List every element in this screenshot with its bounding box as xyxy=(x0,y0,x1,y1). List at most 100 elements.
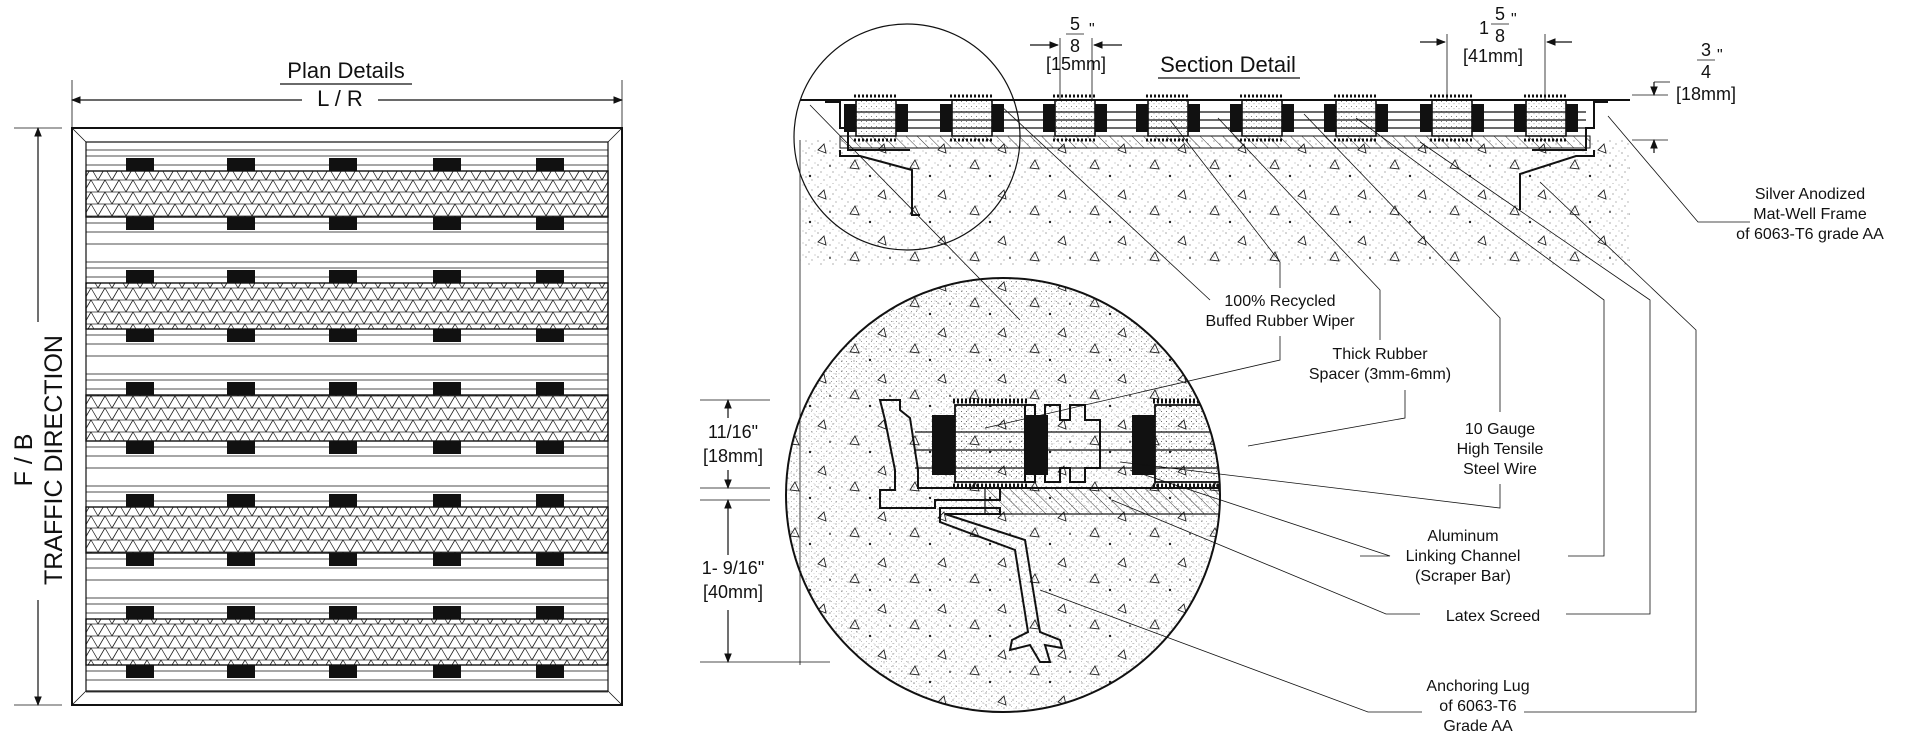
plan-spacer xyxy=(227,329,255,342)
plan-spacer xyxy=(329,270,357,283)
section-spacer xyxy=(1136,104,1148,132)
svg-text:Aluminum: Aluminum xyxy=(1427,528,1498,545)
plan-wiper-strip xyxy=(85,394,609,442)
svg-text:5: 5 xyxy=(1070,14,1080,34)
section-spacer xyxy=(1514,104,1526,132)
section-spacer xyxy=(940,104,952,132)
plan-spacer xyxy=(329,606,357,619)
svg-text:4: 4 xyxy=(1701,62,1711,82)
plan-spacer xyxy=(536,217,564,230)
plan-spacer xyxy=(126,217,154,230)
plan-spacer xyxy=(433,606,461,619)
plan-spacer xyxy=(126,665,154,678)
plan-spacer xyxy=(536,441,564,454)
section-wipers xyxy=(844,94,1578,142)
plan-spacer xyxy=(126,553,154,566)
svg-text:1: 1 xyxy=(1479,18,1489,38)
plan-spacer xyxy=(227,382,255,395)
callout-wiper: 100% Recycled Buffed Rubber Wiper xyxy=(984,119,1355,429)
detail-circle-big xyxy=(785,277,1221,713)
callout-screed: Latex Screed xyxy=(1111,141,1651,625)
section-spacer xyxy=(1566,104,1578,132)
dim-height: 3 4 " [18mm] xyxy=(1632,40,1736,153)
plan-spacer xyxy=(536,382,564,395)
plan-spacer xyxy=(433,217,461,230)
section-frame-right xyxy=(1519,101,1608,210)
plan-spacer xyxy=(433,441,461,454)
section-wiper xyxy=(951,99,993,137)
plan-side-label-top: F / B xyxy=(10,434,38,487)
plan-title: Plan Details xyxy=(287,58,404,83)
plan-spacer xyxy=(536,494,564,507)
section-wiper xyxy=(1525,99,1567,137)
plan-spacer xyxy=(126,494,154,507)
detail-dim-upper-imperial: 11/16" xyxy=(708,422,758,442)
svg-text:Silver Anodized: Silver Anodized xyxy=(1755,186,1865,203)
svg-text:10 Gauge: 10 Gauge xyxy=(1465,421,1535,438)
plan-spacer xyxy=(536,270,564,283)
svg-text:": " xyxy=(1511,11,1517,28)
plan-spacer xyxy=(126,158,154,171)
plan-spacer xyxy=(329,494,357,507)
plan-wiper-strip xyxy=(85,170,609,218)
section-wiper xyxy=(1241,99,1283,137)
callouts: Silver Anodized Mat-Well Frame of 6063-T… xyxy=(984,113,1884,735)
plan-spacer xyxy=(227,553,255,566)
plan-view: Plan Details L / R F / B TRAFFIC DIRECTI… xyxy=(10,58,623,706)
svg-text:Spacer (3mm-6mm): Spacer (3mm-6mm) xyxy=(1309,366,1451,383)
section-spacer xyxy=(1420,104,1432,132)
section-spacer xyxy=(1324,104,1336,132)
plan-spacer xyxy=(126,441,154,454)
svg-text:Buffed Rubber Wiper: Buffed Rubber Wiper xyxy=(1205,313,1355,330)
svg-text:of 6063-T6 grade AA: of 6063-T6 grade AA xyxy=(1736,226,1884,243)
section-spacer xyxy=(1230,104,1242,132)
svg-text:Thick Rubber: Thick Rubber xyxy=(1332,346,1428,363)
plan-spacer xyxy=(227,606,255,619)
detail-spacer xyxy=(1225,415,1248,475)
plan-frame xyxy=(71,127,623,706)
plan-spacer xyxy=(227,217,255,230)
section-wiper xyxy=(1431,99,1473,137)
detail-spacer xyxy=(932,415,955,475)
plan-spacer xyxy=(536,665,564,678)
callout-spacer: Thick Rubber Spacer (3mm-6mm) xyxy=(1217,117,1451,447)
plan-spacer xyxy=(329,553,357,566)
plan-wiper-strip xyxy=(85,282,609,330)
detail-spacer xyxy=(1025,415,1048,475)
svg-text:Steel Wire: Steel Wire xyxy=(1463,461,1537,478)
callout-lug: Anchoring Lug of 6063-T6 Grade AA xyxy=(1039,181,1697,735)
section-latex-screed xyxy=(839,135,1591,149)
plan-spacer xyxy=(329,329,357,342)
plan-spacer xyxy=(227,494,255,507)
plan-side-label-bottom: TRAFFIC DIRECTION xyxy=(40,335,68,585)
detail-dimensions: 11/16" [18mm] 1- 9/16" [40mm] xyxy=(700,399,830,663)
plan-spacer xyxy=(433,382,461,395)
plan-rows xyxy=(85,149,609,693)
plan-width-label: L / R xyxy=(317,86,363,111)
section-wiper xyxy=(855,99,897,137)
plan-spacer xyxy=(433,553,461,566)
dim-pitch: 1 5 8 " [41mm] xyxy=(1420,4,1572,100)
svg-text:Mat-Well Frame: Mat-Well Frame xyxy=(1753,206,1867,223)
plan-spacer xyxy=(536,606,564,619)
svg-text:": " xyxy=(1089,21,1095,38)
svg-text:": " xyxy=(1717,47,1723,64)
svg-text:High Tensile: High Tensile xyxy=(1457,441,1544,458)
plan-spacer xyxy=(433,329,461,342)
detail-anchoring-lug xyxy=(939,507,1064,663)
plan-spacer xyxy=(433,158,461,171)
detail-wiper xyxy=(954,404,1026,483)
svg-text:[15mm]: [15mm] xyxy=(1046,54,1106,74)
section-concrete xyxy=(800,140,1630,265)
plan-spacer xyxy=(329,217,357,230)
section-spacer xyxy=(896,104,908,132)
plan-spacer xyxy=(433,494,461,507)
svg-text:Anchoring Lug: Anchoring Lug xyxy=(1426,678,1529,695)
section-spacer xyxy=(1472,104,1484,132)
section-spacer xyxy=(844,104,856,132)
svg-text:Grade AA: Grade AA xyxy=(1443,718,1513,735)
plan-spacer xyxy=(433,665,461,678)
section-spacer xyxy=(1188,104,1200,132)
